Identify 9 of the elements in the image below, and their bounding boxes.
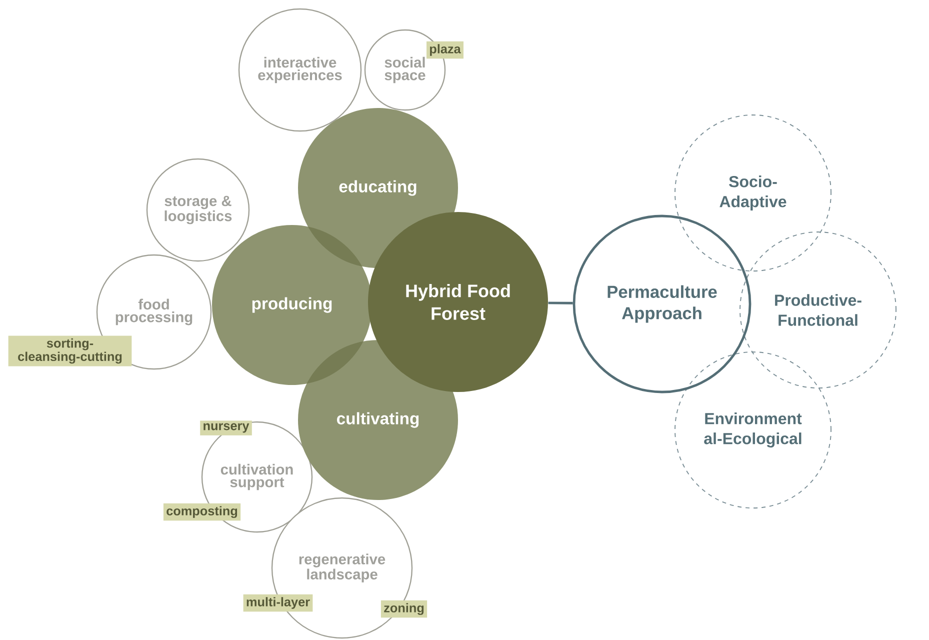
keyword-tag: composting [163,503,241,521]
keyword-tag: sorting-cleansing-cutting [8,336,132,366]
keyword-tag: multi-layer [243,594,313,612]
node-label: regenerative landscape [299,554,386,582]
node-label: producing [252,297,332,313]
connector-line [548,302,573,304]
keyword-tag: nursery [200,420,252,436]
keyword-tag: zoning [380,600,428,618]
keyword-tag: plaza [426,41,464,59]
